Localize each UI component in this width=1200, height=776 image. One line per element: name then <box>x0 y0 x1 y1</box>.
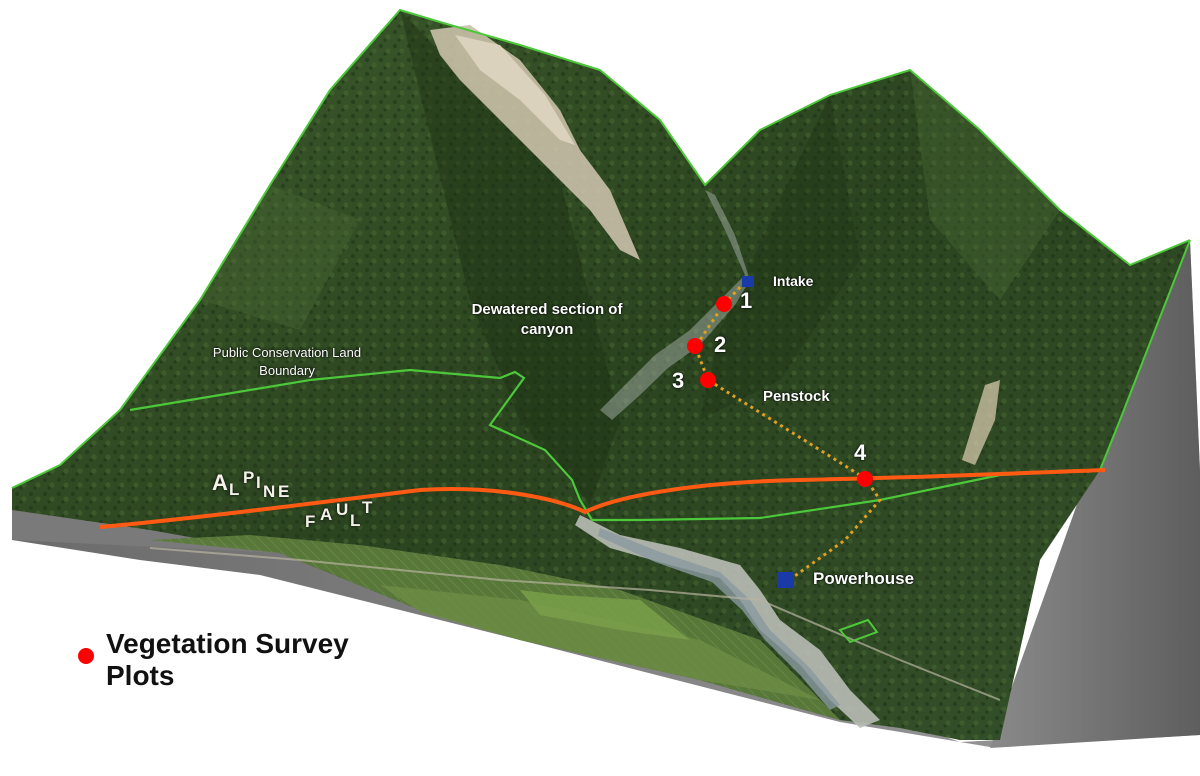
fault-letter: A <box>212 470 228 495</box>
powerhouse-label: Powerhouse <box>813 569 915 588</box>
plot-number-1: 1 <box>740 288 753 313</box>
survey-plot-3[interactable] <box>700 372 716 388</box>
survey-plot-1[interactable] <box>716 296 732 312</box>
penstock-label: Penstock <box>763 388 830 405</box>
terrain-surface <box>12 10 1190 740</box>
powerhouse-marker <box>777 572 794 588</box>
plot-number-2: 2 <box>714 332 727 357</box>
plot-number-3: 3 <box>672 368 685 393</box>
intake-marker <box>742 276 754 287</box>
dewatered-canyon-label: Dewatered section of canyon <box>471 301 623 338</box>
conservation-boundary-label: Public Conservation Land Boundary <box>212 345 362 378</box>
survey-plot-2[interactable] <box>687 338 703 354</box>
conservation-boundary-line <box>11 8 1191 644</box>
alpine-fault-line <box>99 468 1106 529</box>
survey-plots <box>687 296 873 487</box>
fault-letter: A <box>320 505 333 524</box>
fault-letter: E <box>278 482 290 501</box>
legend-label: Vegetation Survey Plots <box>106 628 349 691</box>
fault-letter: P <box>243 468 255 487</box>
survey-plot-4[interactable] <box>857 471 873 487</box>
plot-number-4: 4 <box>854 440 867 465</box>
fault-letter: T <box>362 498 373 517</box>
fault-letter: F <box>305 512 316 531</box>
penstock-line <box>693 280 882 580</box>
fault-letter: L <box>350 511 361 530</box>
fault-letter: L <box>229 480 240 499</box>
intake-label: Intake <box>773 273 814 289</box>
survey-plot-legend-marker <box>78 648 94 664</box>
fault-letter: N <box>263 482 276 501</box>
fault-letter: U <box>336 500 349 519</box>
fault-letter: I <box>256 473 261 492</box>
